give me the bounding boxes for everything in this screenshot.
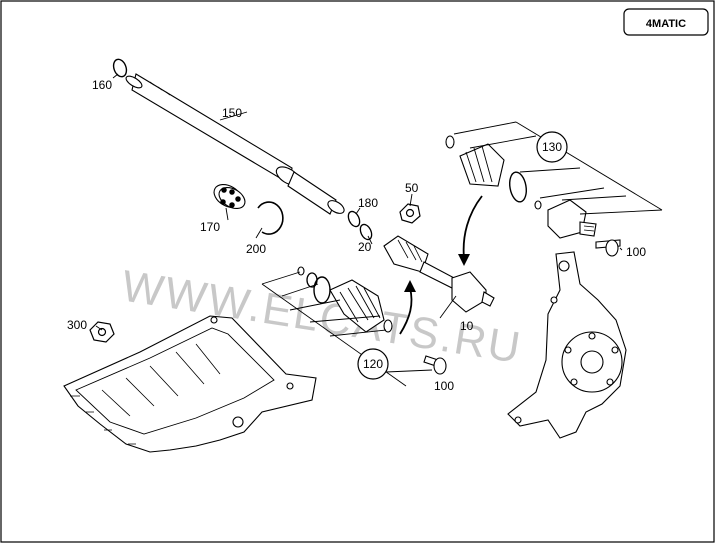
callout-100-lower: 100 — [434, 379, 454, 393]
part-130-boot-kit[interactable] — [445, 135, 597, 239]
part-120-boot-kit[interactable] — [297, 266, 393, 333]
callout-130: 130 — [542, 140, 562, 154]
callout-200: 200 — [246, 242, 266, 256]
part-180-ring[interactable] — [346, 210, 362, 229]
part-200-snap-ring[interactable] — [257, 201, 284, 235]
part-100-bolt-upper[interactable] — [595, 239, 621, 257]
callout-10: 10 — [460, 319, 474, 333]
callout-300: 300 — [67, 318, 87, 332]
callout-150: 150 — [222, 106, 242, 120]
arrow-head-up — [404, 280, 416, 292]
callout-bubble-130 — [536, 131, 568, 163]
part-170-bearing[interactable] — [210, 180, 249, 213]
callout-160: 160 — [92, 78, 112, 92]
oil-pan-housing — [63, 315, 317, 453]
steering-knuckle — [507, 251, 627, 439]
callout-50: 50 — [405, 181, 419, 195]
4matic-badge: 4MATIC — [623, 8, 709, 36]
callout-180: 180 — [358, 196, 378, 210]
part-100-bolt-lower[interactable] — [423, 355, 447, 375]
part-20-ring[interactable] — [358, 223, 374, 242]
callout-170: 170 — [200, 220, 220, 234]
4matic-badge-text: 4MATIC — [646, 18, 686, 30]
callout-20: 20 — [358, 240, 372, 254]
callout-100-upper: 100 — [626, 245, 646, 259]
part-160-ring[interactable] — [111, 57, 128, 78]
part-150-intermediate-shaft[interactable] — [124, 73, 346, 216]
part-50-nut[interactable] — [399, 203, 421, 224]
part-10-drive-shaft[interactable] — [383, 235, 495, 313]
callout-bubble-120 — [357, 348, 389, 380]
arrow-head-down — [458, 254, 470, 266]
part-300-nut[interactable] — [89, 321, 115, 343]
callout-120: 120 — [363, 357, 383, 371]
